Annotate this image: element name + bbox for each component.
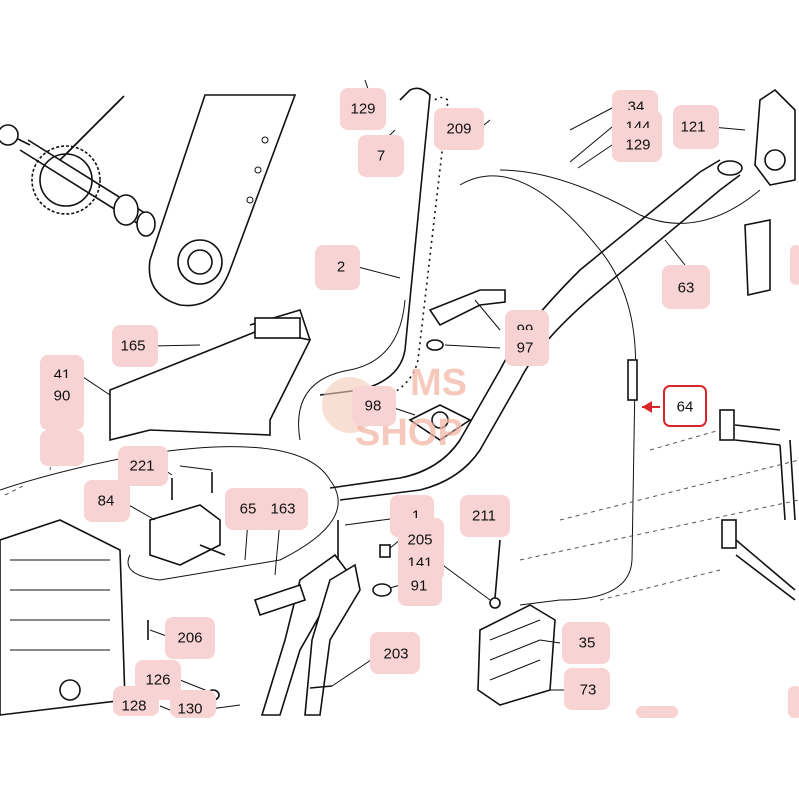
engine-cover: [109, 309, 312, 442]
svg-text:163: 163: [270, 501, 295, 518]
handlebar-frame: [319, 87, 743, 501]
right-frame: [719, 88, 796, 601]
callout-128[interactable]: 128: [113, 686, 159, 716]
svg-text:1: 1: [412, 508, 420, 525]
svg-text:97: 97: [517, 340, 534, 357]
callouts: 129 7 209 34 144 129 121 2: [40, 88, 799, 718]
callout-partial-bottom-right: [636, 706, 678, 718]
callout-63[interactable]: 63: [662, 265, 710, 309]
callout-partial-right-bottom: [788, 686, 799, 718]
sprocket-assembly: [0, 95, 156, 237]
callout-165[interactable]: 165: [112, 325, 158, 367]
callout-209[interactable]: 209: [434, 108, 484, 150]
svg-text:63: 63: [678, 280, 695, 297]
switch-assembly: [149, 472, 226, 566]
callout-130[interactable]: 130: [170, 690, 216, 718]
callout-203[interactable]: 203: [370, 632, 420, 674]
svg-text:165: 165: [120, 338, 145, 355]
cables: [0, 169, 761, 606]
callout-84[interactable]: 84: [84, 480, 130, 522]
line-art: [0, 87, 799, 716]
transmission-block: [477, 604, 556, 706]
callout-206[interactable]: 206: [165, 617, 215, 659]
svg-text:73: 73: [580, 682, 597, 699]
engine-block: [0, 519, 126, 716]
blank-bottom-area: [0, 718, 799, 799]
svg-text:121: 121: [680, 119, 705, 136]
svg-text:64: 64: [677, 399, 694, 416]
svg-text:209: 209: [446, 121, 471, 138]
control-levers: [253, 520, 361, 716]
callout-partial-right-edge: [790, 245, 799, 285]
svg-text:203: 203: [383, 646, 408, 663]
svg-text:35: 35: [579, 635, 596, 652]
callout-64-highlighted[interactable]: 64: [642, 385, 707, 427]
svg-text:90: 90: [54, 388, 71, 405]
svg-text:84: 84: [98, 493, 115, 510]
svg-text:2: 2: [337, 259, 345, 276]
callout-211[interactable]: 211: [460, 495, 510, 537]
svg-text:211: 211: [472, 508, 496, 525]
svg-text:98: 98: [365, 398, 382, 415]
svg-text:129: 129: [350, 101, 375, 118]
svg-text:130: 130: [177, 701, 202, 718]
svg-text:65: 65: [240, 501, 257, 518]
svg-text:126: 126: [145, 672, 170, 689]
callout-97[interactable]: 97: [505, 330, 549, 366]
svg-text:206: 206: [177, 630, 202, 647]
callout-blank-left: [40, 430, 84, 466]
callout-91[interactable]: 91: [398, 566, 442, 606]
svg-text:221: 221: [129, 458, 154, 475]
svg-text:7: 7: [377, 148, 385, 165]
callout-121[interactable]: 121: [673, 105, 719, 149]
callout-129-top[interactable]: 129: [340, 88, 386, 130]
callout-221[interactable]: 221: [118, 446, 168, 486]
svg-text:91: 91: [411, 578, 428, 595]
svg-text:205: 205: [407, 532, 432, 549]
callout-73[interactable]: 73: [564, 668, 610, 710]
lever-assembly: [408, 289, 506, 441]
chain-case: [148, 94, 297, 307]
watermark-line1: MS: [410, 362, 467, 404]
arrow-left-icon: [642, 401, 652, 413]
callout-163[interactable]: 163: [258, 488, 308, 530]
callout-98[interactable]: 98: [352, 386, 396, 426]
callout-129-right[interactable]: 129: [612, 128, 662, 162]
callout-35[interactable]: 35: [562, 622, 610, 664]
callout-7[interactable]: 7: [358, 135, 404, 177]
svg-text:128: 128: [121, 698, 146, 715]
callout-90[interactable]: 90: [40, 378, 84, 430]
svg-text:129: 129: [625, 137, 650, 154]
callout-2[interactable]: 2: [315, 245, 360, 290]
